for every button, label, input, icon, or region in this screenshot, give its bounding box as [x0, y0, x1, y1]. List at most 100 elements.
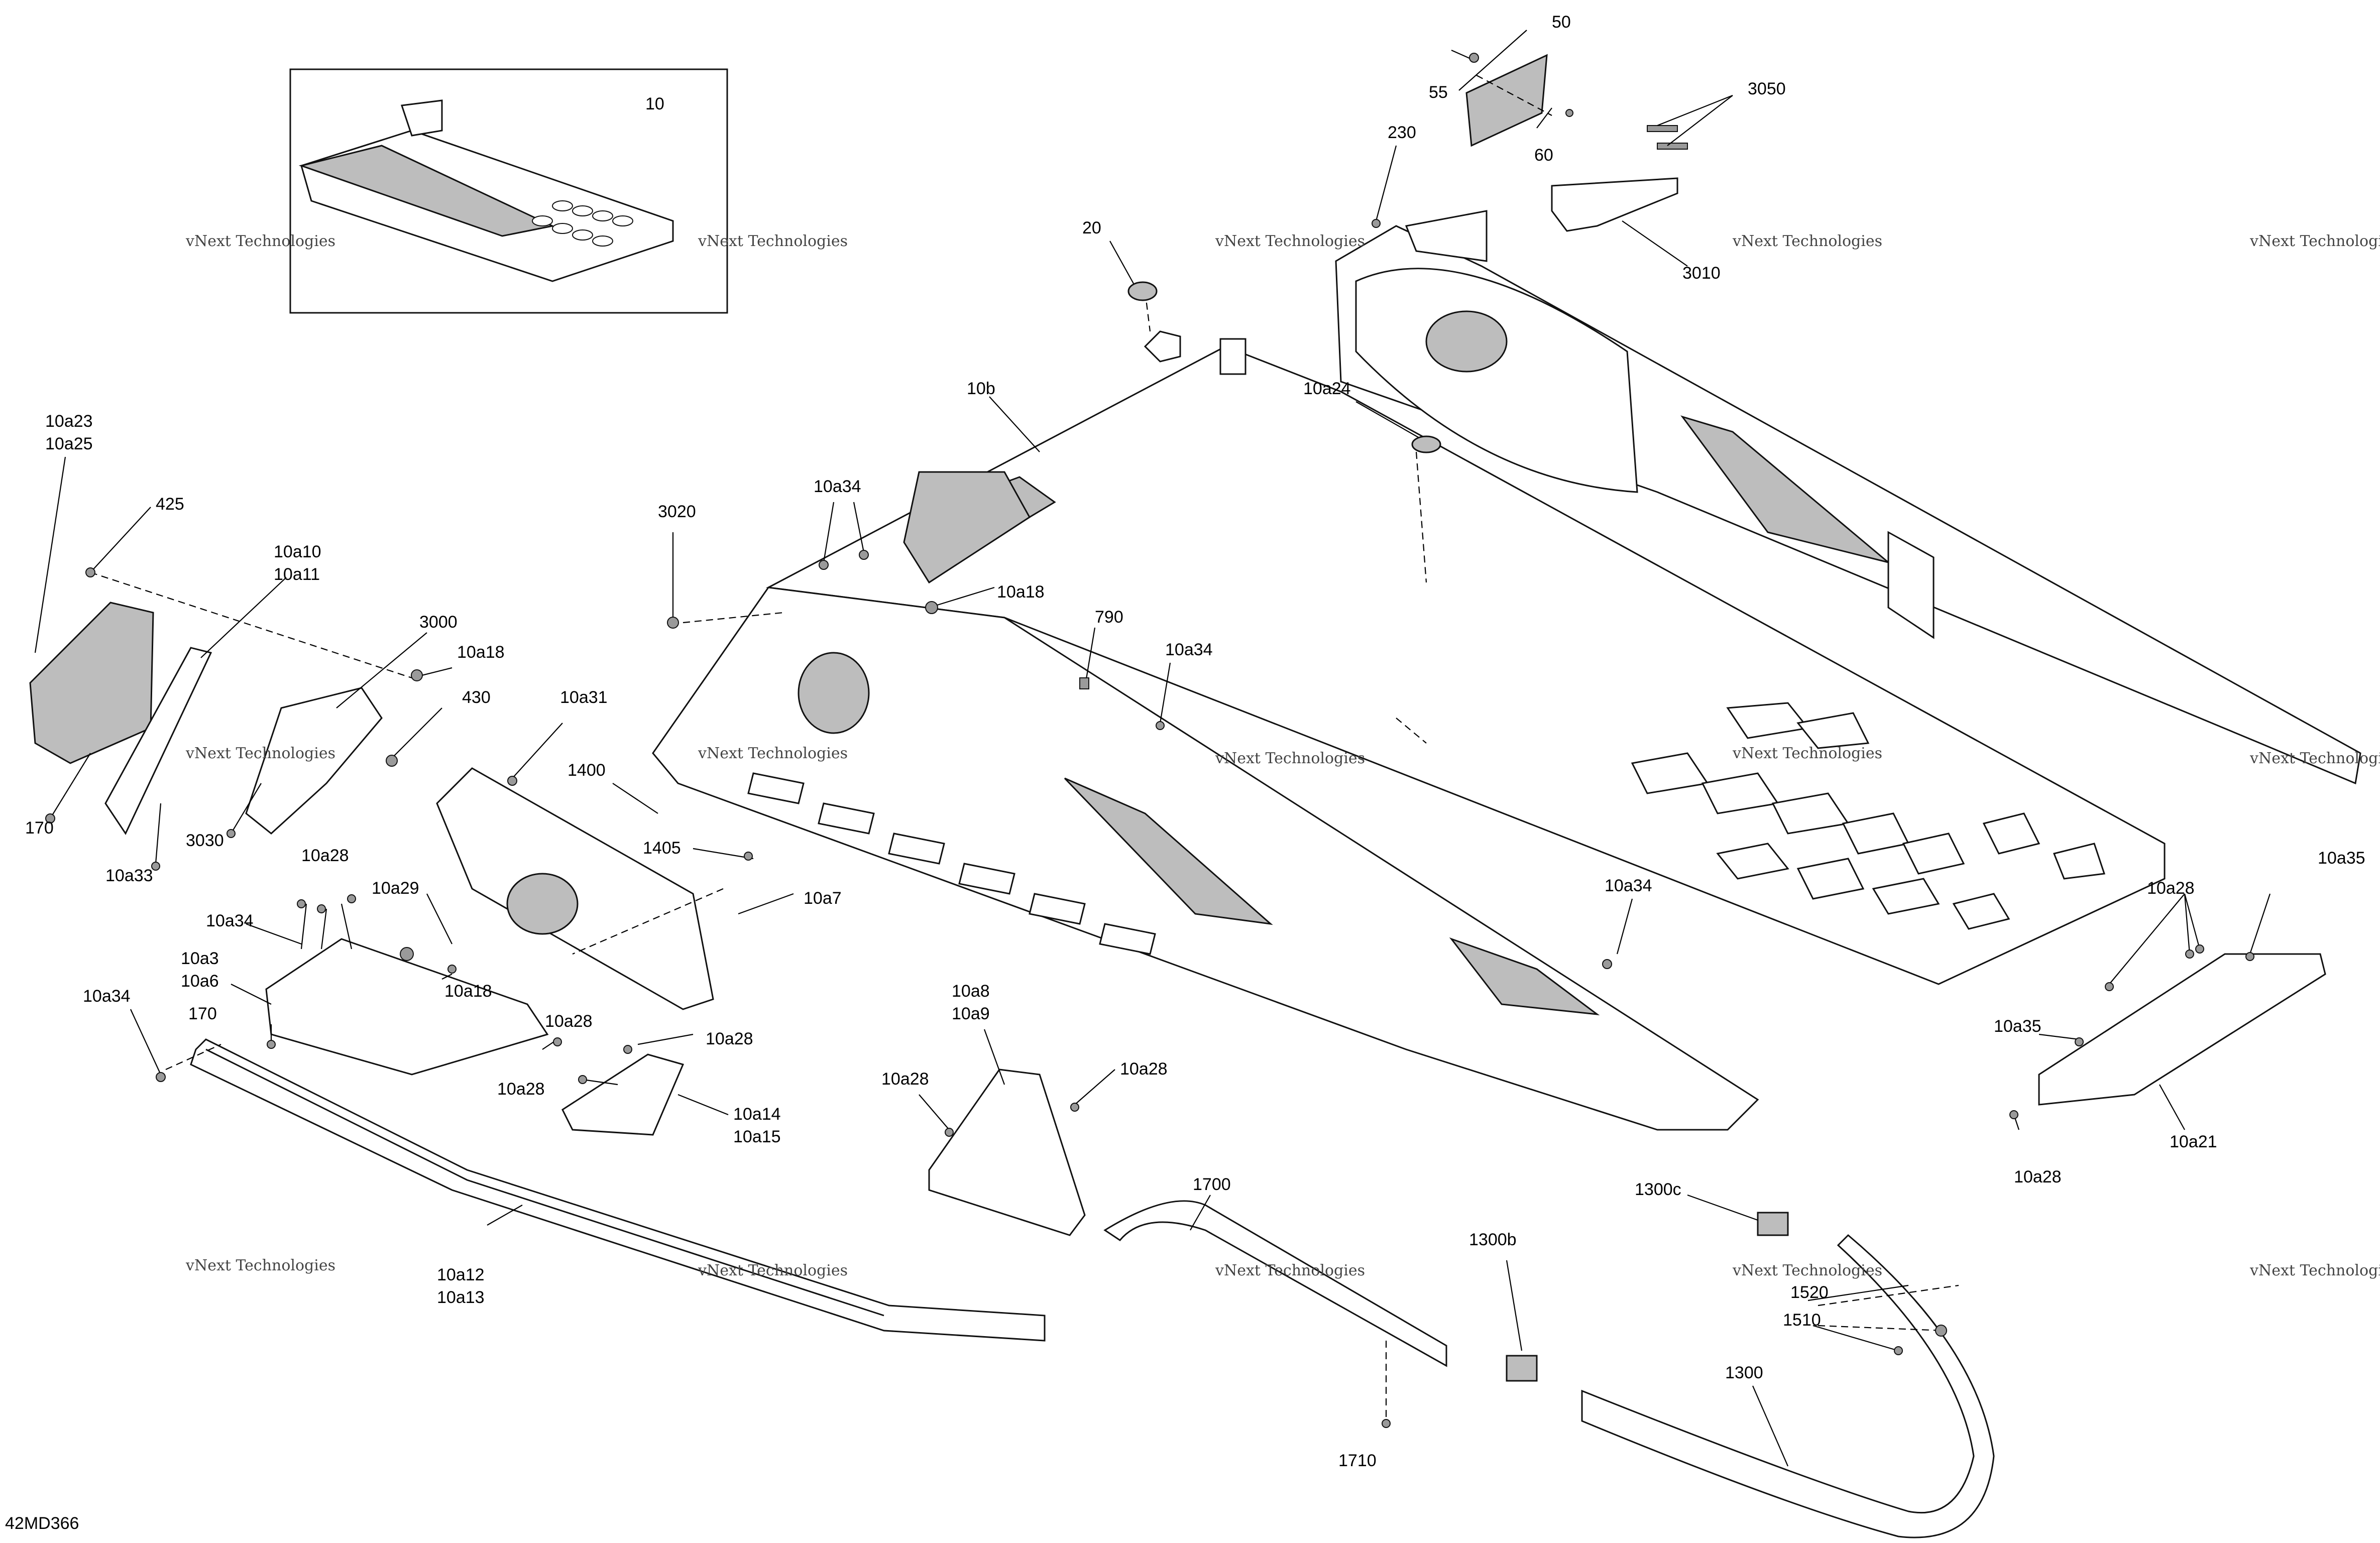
callout-10: 10	[645, 94, 664, 113]
watermark-4: vNext Technologies	[185, 232, 335, 250]
watermark-15: vNext Technologies	[2249, 1262, 2380, 1279]
callout-10a29: 10a29	[372, 879, 419, 898]
bolts-3050	[1647, 125, 1688, 150]
callout-10a28-bottom: 10a28	[497, 1080, 545, 1099]
watermark-3: vNext Technologies	[1732, 232, 1882, 250]
callout-10a28-brace-right: 10a28	[1120, 1059, 1168, 1079]
watermark-11: vNext Technologies	[185, 1257, 335, 1274]
guard-plate-50	[1465, 54, 1548, 147]
bracket-3010	[1551, 177, 1678, 232]
callout-10a34-mid: 10a34	[1165, 640, 1213, 659]
callout-50: 50	[1552, 13, 1571, 32]
callout-55: 55	[1429, 83, 1448, 102]
callout-10a31: 10a31	[560, 688, 608, 707]
callout-10a28-rail-bottom: 10a28	[2014, 1167, 2062, 1186]
watermark-6: vNext Technologies	[698, 745, 848, 762]
callout-10a18-low: 10a18	[444, 982, 492, 1001]
callout-425: 425	[156, 495, 184, 514]
callout-10a34-left: 10a34	[206, 911, 254, 930]
callout-10a28-right: 10a28	[706, 1029, 753, 1048]
watermarks: vNext Technologies vNext Technologies vN…	[185, 232, 2380, 1279]
mount-plate-10a7	[436, 767, 714, 1010]
callout-10a35-top: 10a35	[2318, 849, 2365, 868]
callout-10a33: 10a33	[105, 866, 153, 885]
leader-lines	[34, 30, 2271, 1467]
callout-3000: 3000	[419, 613, 458, 632]
callout-60: 60	[1534, 146, 1553, 165]
callout-170-left: 170	[25, 818, 54, 838]
fasteners	[45, 53, 2254, 1428]
watermark-9: vNext Technologies	[185, 745, 335, 762]
callout-3050: 3050	[1748, 79, 1786, 98]
rail-10a21	[2038, 953, 2326, 1106]
callout-10a11: 10a11	[274, 565, 320, 584]
callout-10a8: 10a8	[952, 982, 990, 1001]
watermark-10: vNext Technologies	[2249, 750, 2380, 767]
watermark-7: vNext Technologies	[1215, 750, 1365, 767]
callout-10a21: 10a21	[2170, 1132, 2217, 1151]
watermark-5: vNext Technologies	[2249, 232, 2380, 250]
bracket-10a14	[561, 1053, 685, 1136]
callout-230: 230	[1388, 123, 1416, 142]
watermark-8: vNext Technologies	[1732, 745, 1882, 762]
callout-10a10: 10a10	[274, 542, 321, 561]
callout-1300c: 1300c	[1635, 1180, 1681, 1199]
watermark-12: vNext Technologies	[698, 1262, 848, 1279]
inset-assembly-view: 10	[289, 68, 728, 314]
callout-430: 430	[462, 688, 491, 707]
callout-10a28-brace-left: 10a28	[881, 1070, 929, 1089]
callout-1300b: 1300b	[1469, 1230, 1517, 1249]
bracket-3000	[245, 687, 383, 835]
watermark-14: vNext Technologies	[1732, 1262, 1882, 1279]
callout-10a15: 10a15	[733, 1127, 781, 1146]
callout-10a14: 10a14	[733, 1105, 781, 1124]
bumper-1300	[1581, 1234, 1995, 1538]
callout-10a34-far: 10a34	[83, 987, 131, 1006]
clip-1300b	[1506, 1355, 1538, 1382]
rail-1700	[1103, 1200, 1447, 1367]
callout-labels: 50 55 60 3050 230 3010 20 10b 10a24 10a2…	[25, 13, 2365, 1470]
callout-10a34-top: 10a34	[814, 477, 861, 496]
callout-1710: 1710	[1338, 1451, 1377, 1470]
tunnel-left-side	[652, 471, 1759, 1131]
callout-10a13: 10a13	[437, 1288, 485, 1307]
clip-1300c	[1757, 1212, 1789, 1236]
callout-3020: 3020	[658, 502, 696, 521]
callout-10a12: 10a12	[437, 1265, 485, 1284]
runner-10a12	[190, 1038, 1046, 1342]
callout-10a9: 10a9	[952, 1004, 990, 1023]
callout-10a28-topleft: 10a28	[301, 846, 349, 865]
callout-790: 790	[1095, 608, 1123, 627]
watermark-1: vNext Technologies	[698, 232, 848, 250]
callout-3030: 3030	[186, 831, 224, 850]
callout-10a18-top: 10a18	[997, 582, 1045, 602]
brace-10a8	[928, 1069, 1086, 1236]
callout-10a23: 10a23	[45, 412, 93, 431]
callout-1300: 1300	[1725, 1363, 1763, 1382]
callout-170-low: 170	[188, 1004, 217, 1023]
callout-1700: 1700	[1193, 1175, 1231, 1194]
tunnel-right-side	[1335, 210, 2361, 785]
callout-10a3: 10a3	[181, 949, 219, 968]
callout-10a25: 10a25	[45, 434, 93, 453]
front-plate-10a23	[29, 602, 154, 764]
callout-10a24: 10a24	[1303, 379, 1351, 398]
callout-10a35-left: 10a35	[1994, 1017, 2042, 1036]
diagram-reference: 42MD366	[5, 1514, 79, 1533]
callout-10a34-right: 10a34	[1605, 876, 1652, 895]
callout-20: 20	[1082, 218, 1101, 238]
callout-10a18-left: 10a18	[457, 643, 505, 662]
callout-3010: 3010	[1682, 264, 1721, 283]
watermark-2: vNext Technologies	[1215, 232, 1365, 250]
callout-10b: 10b	[967, 379, 995, 398]
callout-1400: 1400	[568, 761, 606, 780]
strap-10a10	[104, 647, 212, 836]
callout-10a28-rail-top: 10a28	[2147, 879, 2195, 898]
callout-10a28-mid: 10a28	[545, 1012, 593, 1031]
callout-1510: 1510	[1783, 1311, 1821, 1330]
watermark-13: vNext Technologies	[1215, 1262, 1365, 1279]
assembly-dash-lines	[90, 75, 1959, 1421]
callout-1405: 1405	[643, 839, 681, 858]
callout-1520: 1520	[1790, 1283, 1829, 1302]
